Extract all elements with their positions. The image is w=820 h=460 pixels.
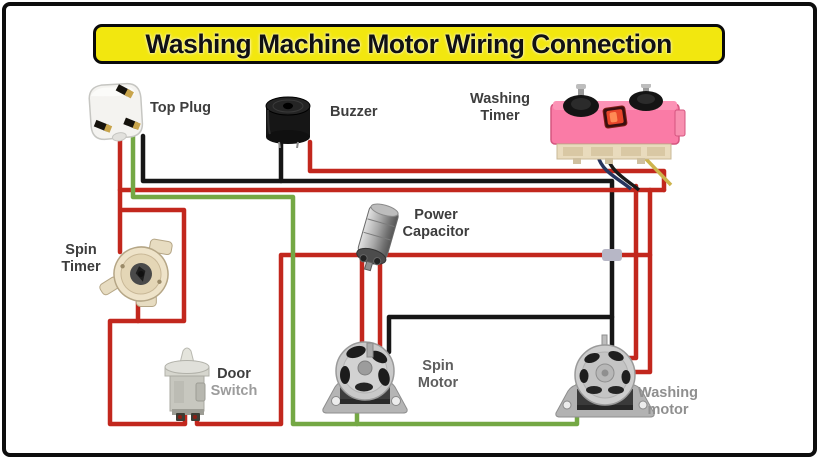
power-capacitor-image: [344, 200, 408, 274]
live-wire-washtimer-feed-b: [628, 187, 653, 375]
top-plug-label: Top Plug: [150, 100, 211, 116]
earth-wire-main: [130, 133, 580, 427]
washing-timer-image: [543, 84, 693, 170]
spin-timer-label: Spin Timer: [61, 242, 101, 275]
timer-wire-blue: [596, 155, 633, 191]
timer-wire-yellow: [643, 156, 673, 187]
spin-motor-image: [315, 335, 415, 419]
live-wire-spin-timer-loop: [107, 207, 188, 427]
live-wire-buzzer: [307, 139, 667, 193]
door-switch-image: [152, 345, 224, 423]
spin-motor-label: Spin Motor: [417, 358, 459, 391]
spin-timer-image: [96, 236, 186, 312]
washing-motor-label: Washing motor: [638, 385, 698, 418]
power-capacitor-label: Power Capacitor: [402, 207, 470, 240]
washing-timer-label: Washing Timer: [470, 91, 530, 124]
neutral-wire-spin-motor: [386, 314, 615, 355]
wire-crossover-sleeve: [602, 249, 622, 261]
buzzer-image: [252, 88, 324, 148]
neutral-wire-main: [140, 133, 615, 355]
buzzer-label: Buzzer: [330, 104, 378, 120]
door-switch-label: Door Switch: [210, 366, 258, 399]
top-plug-image: [78, 78, 154, 150]
title-banner: Washing Machine Motor Wiring Connection: [93, 24, 725, 64]
washing-motor-image: [550, 333, 660, 425]
page-title: Washing Machine Motor Wiring Connection: [145, 28, 673, 59]
